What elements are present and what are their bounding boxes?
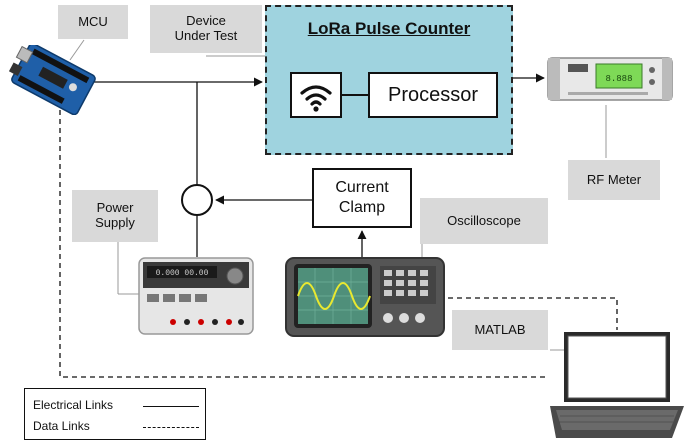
clamp-line-2: Clamp [338,199,386,216]
dut-label-line-2: Under Test [174,28,238,43]
oscilloscope-icon [285,257,445,337]
laptop-icon [550,332,684,438]
svg-text:8.888: 8.888 [605,74,632,84]
oscilloscope-label: Oscilloscope [420,198,548,244]
rf-meter-label: RF Meter [568,160,660,200]
power-supply-label: Power Supply [72,190,158,242]
lora-pulse-counter-box: LoRa Pulse Counter Processor [265,5,513,155]
rf-meter-label-text: RF Meter [586,171,642,187]
legend-data-label: Data Links [33,419,90,433]
mcu-label: MCU [58,5,128,39]
legend-electrical-line [143,406,199,407]
arduino-board-icon [8,45,96,115]
mcu-pointer [69,39,85,61]
oscilloscope-label-text: Oscilloscope [447,212,521,228]
matlab-label-text: MATLAB [474,321,526,337]
rf-meter-icon: 8.888 [547,57,673,101]
power-label-line-2: Supply [95,215,135,230]
power-label-line-1: Power [96,200,134,216]
matlab-label: MATLAB [452,310,548,350]
wifi-icon [290,72,342,118]
svg-text:0.000 00.00: 0.000 00.00 [156,269,209,278]
legend: Electrical Links Data Links [24,388,206,440]
power-supply-icon: 0.000 00.00 [138,257,254,335]
legend-data-line [143,427,199,428]
dut-label-line-1: Device [186,13,226,29]
summing-junction-icon [181,184,213,216]
current-clamp-box: Current Clamp [312,168,412,228]
clamp-line-1: Current [335,179,389,196]
scope-data-link [448,297,618,330]
legend-electrical-label: Electrical Links [33,398,114,412]
processor-box: Processor [368,72,498,118]
device-under-test-label: Device Under Test [150,5,262,53]
dut-title: LoRa Pulse Counter [307,19,471,38]
mcu-label-text: MCU [78,13,108,29]
